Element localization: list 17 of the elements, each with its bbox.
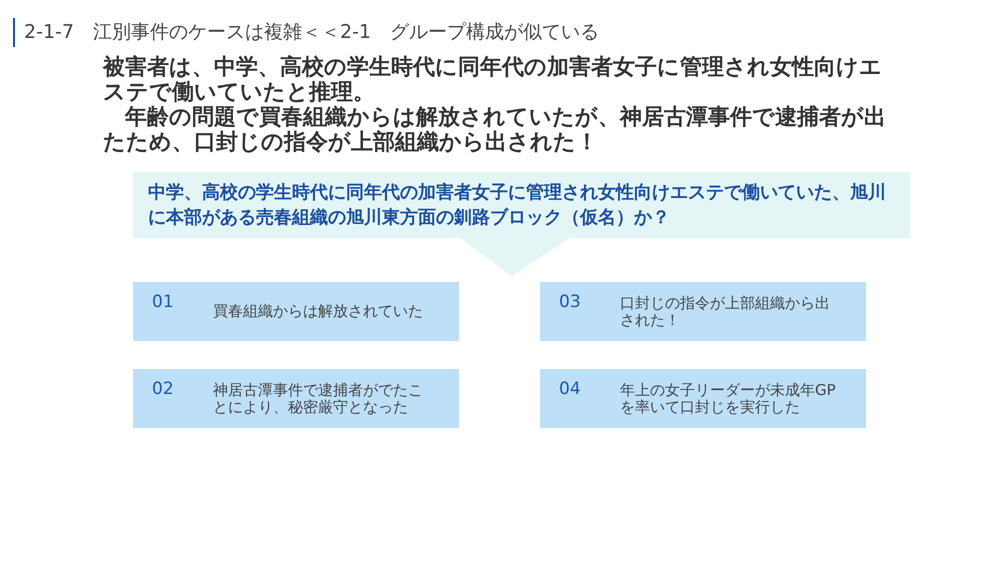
callout-box bbox=[133, 172, 910, 276]
item-text: 神居古潭事件で逮捕者がでたことにより、秘密厳守となった bbox=[213, 382, 424, 416]
item-number: 03 bbox=[559, 291, 581, 313]
item-text: 買春組織からは解放されていた bbox=[213, 303, 423, 320]
callout-text: 中学、高校の学生時代に同年代の加害者女子に管理され女性向けエステで働いていた、旭川に本部がある売春組織の旭川東方面の釧路ブロック（仮名）か？ bbox=[148, 181, 887, 230]
item-number: 04 bbox=[559, 378, 581, 400]
item-card bbox=[540, 369, 866, 428]
item-card bbox=[133, 369, 459, 428]
item-text: 口封じの指令が上部組織から出された！ bbox=[620, 294, 831, 328]
slide-title: 2-1-7 江別事件のケースは複雑＜＜2-1 グループ構成が似ている bbox=[24, 20, 600, 44]
item-card bbox=[540, 282, 866, 341]
body-paragraph: 被害者は、中学、高校の学生時代に同年代の加害者女子に管理され女性向けエステで働いていたと推理。 bbox=[103, 55, 883, 105]
item-text: 年上の女子リーダーが未成年GPを率いて口封じを実行した bbox=[620, 382, 837, 416]
item-card bbox=[133, 282, 459, 341]
body-paragraph: 年齢の問題で買春組織からは解放されていたが、神居古潭事件で逮捕者が出たため、口封じの指令が上部組織から出された！ bbox=[103, 105, 887, 155]
item-number: 02 bbox=[152, 378, 174, 400]
item-number: 01 bbox=[152, 291, 174, 313]
